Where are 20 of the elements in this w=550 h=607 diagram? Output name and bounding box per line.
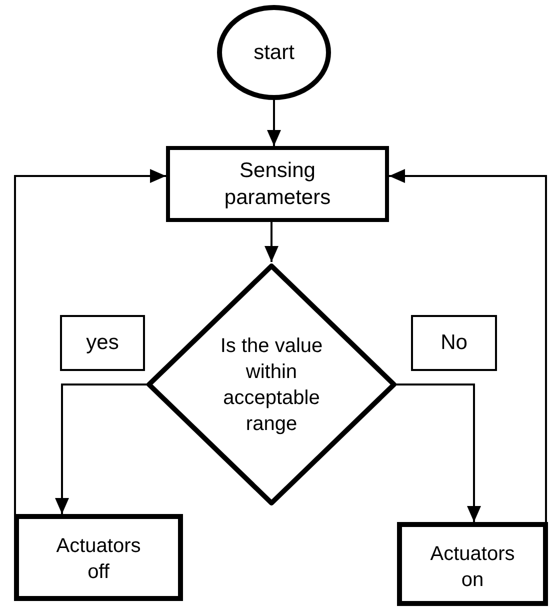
- node-label: start: [254, 40, 294, 66]
- branch-label-box: [60, 315, 145, 371]
- node-label: yes: [86, 330, 119, 356]
- node-label: Actuators on: [429, 542, 516, 593]
- arrow: [264, 222, 278, 262]
- decision-diamond: [145, 262, 398, 507]
- node-label: No: [440, 330, 468, 356]
- decision-text: Is the value within acceptable range: [219, 334, 324, 436]
- start-terminal-ellipse: [217, 5, 331, 100]
- arrow: [14, 169, 166, 514]
- node-label: Sensing parameters: [223, 158, 332, 211]
- process-box: [14, 514, 183, 601]
- process-box: [397, 522, 548, 606]
- arrow: [267, 100, 281, 146]
- node-label: Actuators off: [55, 534, 142, 585]
- process-box: [166, 146, 389, 222]
- arrow: [389, 169, 547, 522]
- arrow: [55, 384, 147, 514]
- arrow: [396, 384, 481, 522]
- branch-label-box: [411, 315, 497, 371]
